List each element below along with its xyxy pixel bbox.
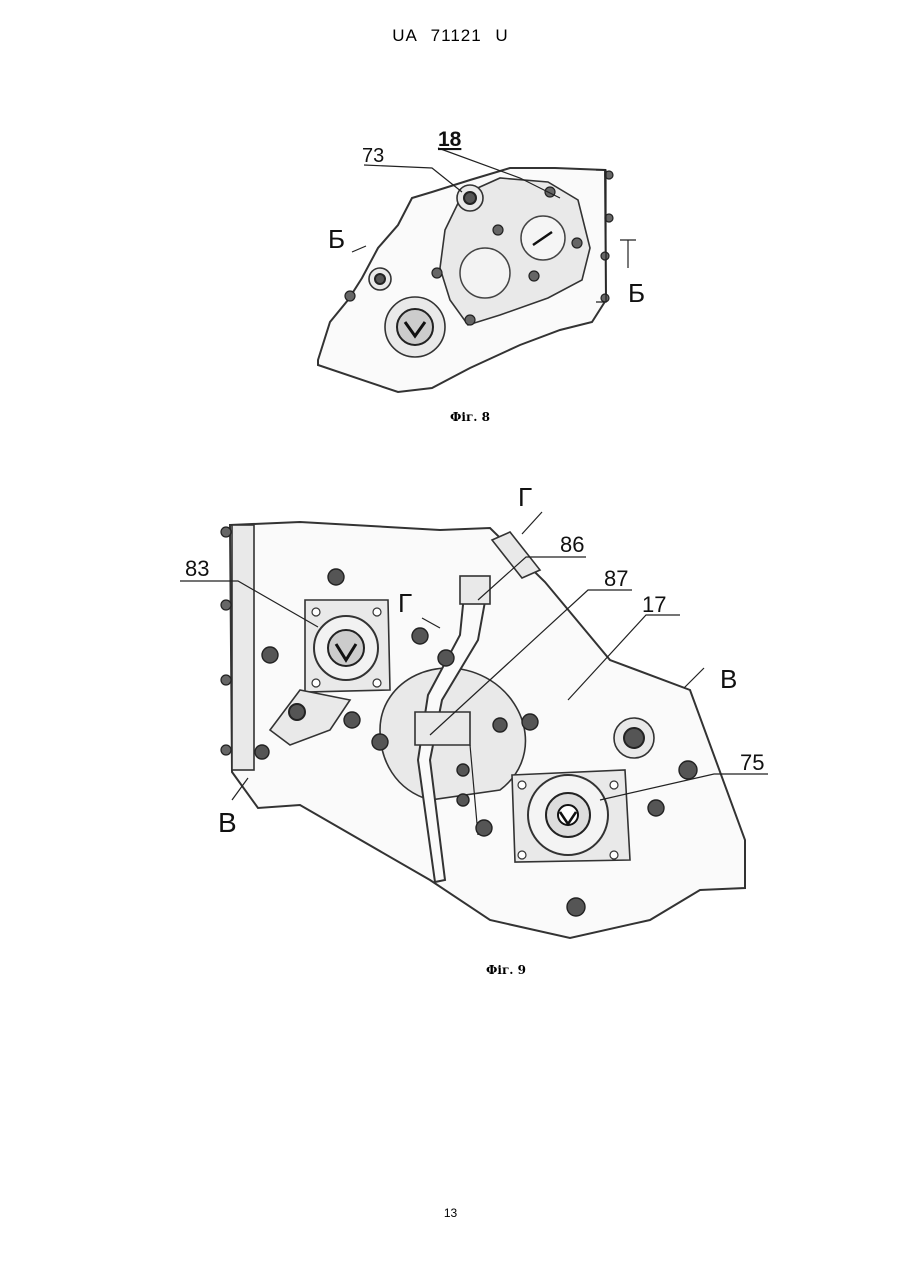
label-83: 83: [185, 556, 209, 581]
section-v-right: В: [720, 664, 737, 694]
section-g-mid: Г: [398, 588, 412, 618]
figure-8-drawing: [318, 148, 636, 392]
section-b-left: Б: [328, 224, 345, 254]
label-75: 75: [740, 750, 764, 775]
label-86: 86: [560, 532, 584, 557]
label-18: 18: [438, 128, 462, 151]
label-87: 87: [604, 566, 628, 591]
page-number: 13: [0, 1206, 901, 1220]
section-b-right: Б: [628, 278, 645, 308]
figure-9-drawing: [180, 512, 768, 938]
section-v-left: В: [218, 807, 237, 838]
figure-8-caption: Фіг. 8: [450, 410, 490, 424]
figure-9-caption: Фіг. 9: [486, 963, 526, 977]
section-g-top: Г: [518, 482, 532, 512]
label-17: 17: [642, 592, 666, 617]
label-73: 73: [362, 145, 384, 167]
